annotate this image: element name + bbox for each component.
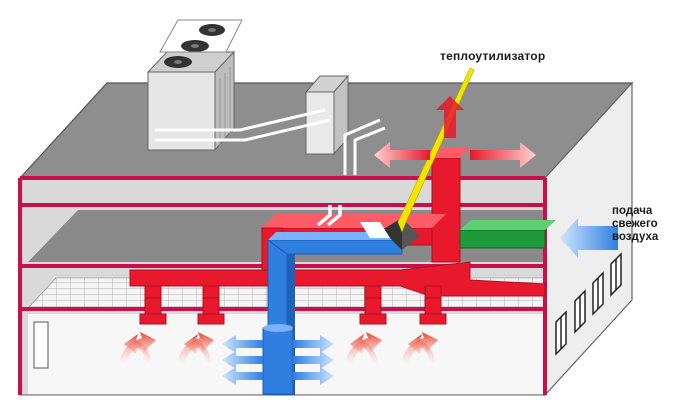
left-window bbox=[33, 321, 49, 369]
cool-air-arrows bbox=[222, 335, 334, 385]
rooftop-unit-small bbox=[304, 74, 350, 156]
warm-air-arrows bbox=[118, 332, 438, 366]
fresh-air-label-line-1: подача bbox=[612, 205, 653, 217]
white-duct-bends bbox=[316, 205, 342, 227]
fresh-air-label-line-2: свежего bbox=[612, 218, 658, 230]
heat-recovery-label: теплоутилизатор bbox=[440, 49, 546, 63]
fresh-air-duct bbox=[459, 220, 556, 249]
exhaust-arrows bbox=[374, 96, 536, 168]
fresh-air-arrow bbox=[560, 218, 618, 258]
chiller-unit bbox=[146, 19, 243, 152]
fresh-air-label-line-3: воздуха bbox=[612, 231, 659, 243]
heat-exchanger bbox=[360, 218, 420, 250]
roof-pipes bbox=[155, 108, 386, 175]
fresh-air-label: подача свежего воздуха bbox=[612, 205, 698, 244]
cool-air-duct bbox=[262, 232, 410, 396]
side-windows bbox=[555, 252, 622, 356]
